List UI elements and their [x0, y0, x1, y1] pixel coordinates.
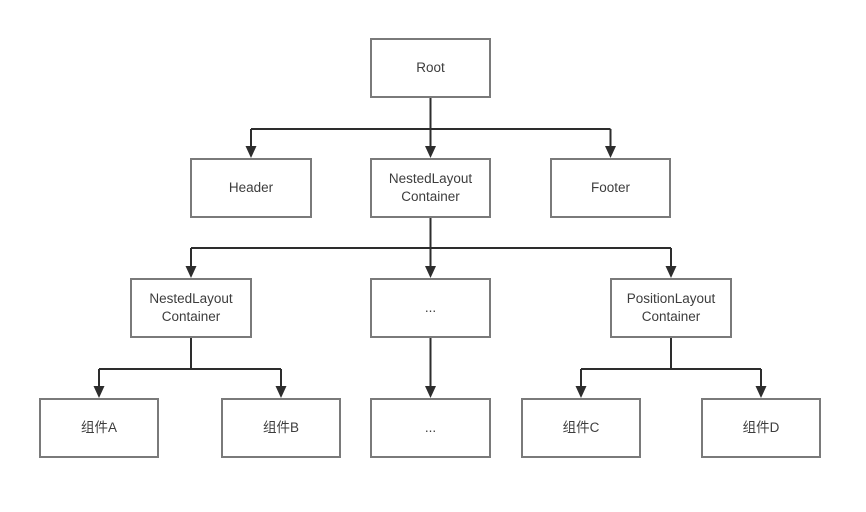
- edge-nestedlayout-to-children: [190, 218, 672, 267]
- node-component-d: 组件D: [701, 398, 821, 458]
- edge-arrowhead: [275, 386, 287, 398]
- node-label: 组件C: [562, 420, 600, 436]
- edge-arrowhead: [425, 386, 436, 398]
- node-label: ...: [424, 420, 437, 436]
- edge-arrowhead: [665, 266, 677, 278]
- edge-arrowhead: [185, 266, 197, 278]
- node-component-a: 组件A: [39, 398, 159, 458]
- edge-arrowhead: [605, 146, 616, 158]
- edge-arrowhead: [575, 386, 587, 398]
- node-ellipsis-l4: ...: [370, 398, 491, 458]
- edge-positionlayout-to-children: [580, 338, 762, 387]
- edge-arrowhead: [755, 386, 767, 398]
- node-component-b: 组件B: [221, 398, 341, 458]
- edge-root-to-children: [250, 98, 612, 147]
- node-root: Root: [370, 38, 491, 98]
- edge-arrowhead: [425, 266, 436, 278]
- edge-arrowhead: [245, 146, 257, 158]
- node-header: Header: [190, 158, 312, 218]
- node-label: Header: [228, 180, 274, 196]
- node-footer: Footer: [550, 158, 671, 218]
- node-label: NestedLayout Container: [388, 171, 473, 204]
- node-label: 组件B: [262, 420, 299, 436]
- node-ellipsis-l3: ...: [370, 278, 491, 338]
- node-label: ...: [424, 300, 437, 316]
- node-label: Root: [416, 60, 445, 76]
- node-nestedlayout-container-l3: NestedLayout Container: [130, 278, 252, 338]
- node-label: Footer: [590, 180, 631, 196]
- node-component-c: 组件C: [521, 398, 641, 458]
- node-label: NestedLayout Container: [149, 291, 233, 324]
- edge-arrowhead: [93, 386, 105, 398]
- edge-nestedlayout-l3-to-children: [98, 338, 282, 387]
- node-label: 组件A: [80, 420, 117, 436]
- edge-arrowhead: [425, 146, 436, 158]
- node-label: PositionLayout Container: [626, 291, 716, 324]
- node-nestedlayout-container-l2: NestedLayout Container: [370, 158, 491, 218]
- node-positionlayout-container-l3: PositionLayout Container: [610, 278, 732, 338]
- node-label: 组件D: [742, 420, 780, 436]
